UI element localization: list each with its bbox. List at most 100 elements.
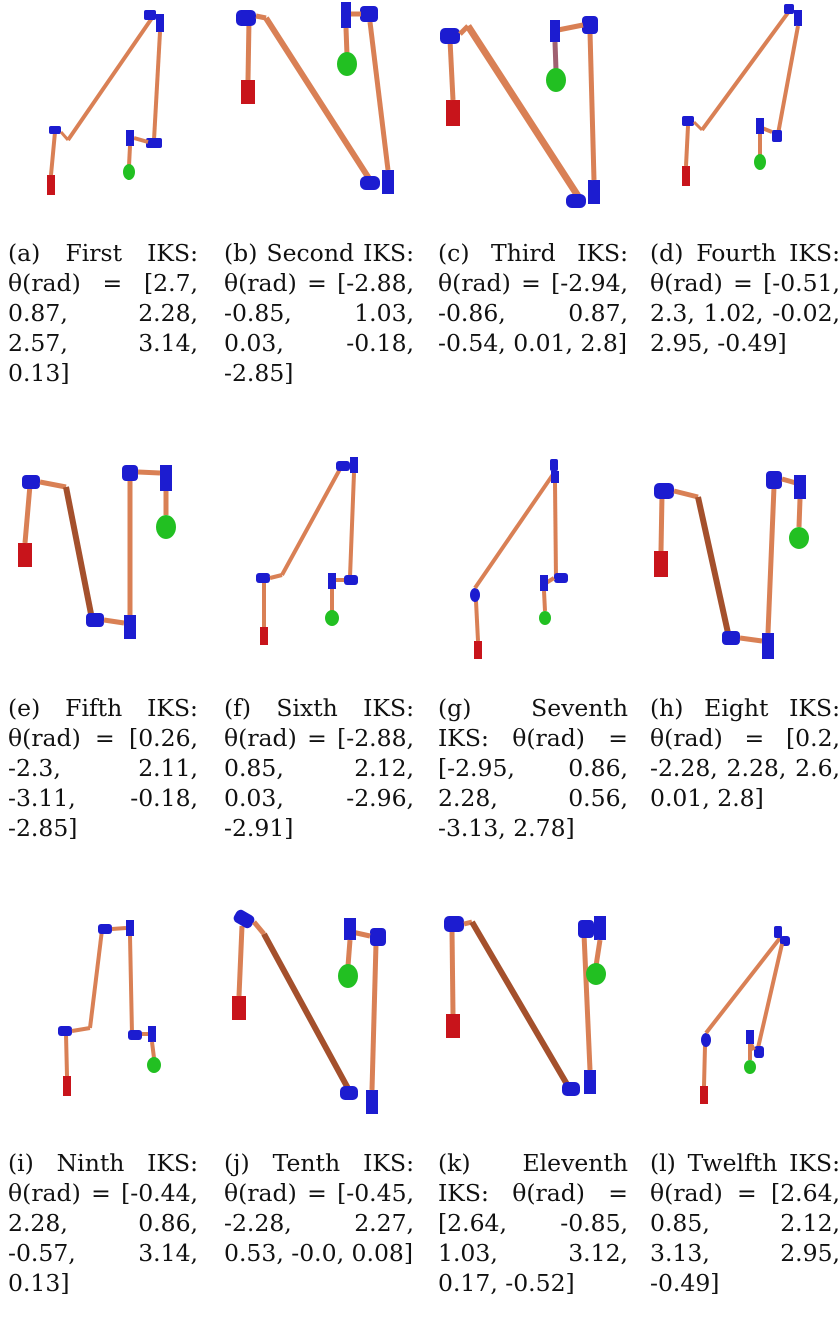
link <box>133 136 149 144</box>
joint <box>144 10 156 20</box>
link <box>469 920 571 1088</box>
robot-arm-diagram <box>654 471 809 659</box>
caption-tag: (j) <box>224 1149 250 1177</box>
joint <box>654 483 674 499</box>
link <box>39 479 67 490</box>
joint <box>766 471 782 489</box>
joint <box>470 588 480 602</box>
link <box>152 31 162 141</box>
robot-arm-figure <box>438 910 628 1125</box>
caption-tag: (e) <box>8 694 41 722</box>
robot-arm-diagram <box>682 4 802 186</box>
link <box>49 131 57 176</box>
target-sphere <box>147 1057 161 1073</box>
link <box>111 926 127 931</box>
caption-g: (g) Seventh IKS: θ(rad) = [-2.95, 0.86, … <box>438 693 628 843</box>
caption-text: Third IKS: θ(rad) = [-2.94, -0.86, 0.87,… <box>438 239 628 357</box>
base-block <box>446 1014 460 1038</box>
link <box>128 935 134 1035</box>
robot-arm-figure <box>650 455 840 670</box>
joint <box>128 1030 142 1040</box>
robot-arm-diagram <box>232 909 386 1114</box>
joint <box>49 126 61 134</box>
robot-arm-diagram <box>700 926 790 1104</box>
link <box>474 600 480 642</box>
target-sphere <box>744 1060 756 1074</box>
robot-arm-diagram <box>18 465 176 639</box>
joint <box>444 916 464 932</box>
robot-arm-figure <box>438 0 628 215</box>
joint <box>366 1090 378 1114</box>
base-block <box>241 80 255 104</box>
joint <box>772 130 782 142</box>
caption-text: Fourth IKS: θ(rad) = [-0.51, 2.3, 1.02, … <box>650 239 840 357</box>
link <box>343 27 350 56</box>
link <box>473 471 556 590</box>
link <box>739 635 763 644</box>
target-sphere <box>123 164 135 180</box>
link <box>280 468 342 576</box>
link <box>542 590 547 612</box>
joint <box>551 471 559 483</box>
base-block <box>232 996 246 1020</box>
base-block <box>260 627 268 645</box>
joint <box>22 475 40 489</box>
link <box>255 13 267 21</box>
caption-l: (l) Twelfth IKS: θ(rad) = [2.64, 0.85, 2… <box>650 1148 840 1298</box>
joint <box>146 138 162 148</box>
link <box>245 19 252 81</box>
link <box>658 494 665 552</box>
joint <box>156 14 164 32</box>
joint <box>722 631 740 645</box>
caption-k: (k) Eleventh IKS: θ(rad) = [2.64, -0.85,… <box>438 1148 628 1298</box>
joint <box>562 1082 580 1096</box>
caption-text: Second IKS: θ(rad) = [-2.88, -0.85, 1.03… <box>224 239 414 387</box>
caption-tag: (k) <box>438 1149 471 1177</box>
joint <box>774 926 782 938</box>
robot-arm-figure <box>650 0 840 215</box>
caption-d: (d) Fourth IKS: θ(rad) = [-0.51, 2.3, 1.… <box>650 238 840 358</box>
link <box>593 939 603 967</box>
link <box>64 1033 69 1077</box>
base-block <box>18 543 32 567</box>
robot-arm-figure <box>438 455 628 670</box>
target-sphere <box>754 154 766 170</box>
target-sphere <box>337 52 357 76</box>
joint <box>360 6 378 22</box>
caption-b: (b) Second IKS: θ(rad) = [-2.88, -0.85, … <box>224 238 414 388</box>
link <box>63 486 95 620</box>
link <box>137 469 161 476</box>
joint <box>754 1046 764 1058</box>
joint <box>124 615 136 639</box>
link <box>557 22 584 33</box>
joint <box>58 1026 72 1036</box>
link <box>765 486 777 634</box>
joint <box>794 475 806 499</box>
joint <box>594 916 606 940</box>
link <box>22 484 33 544</box>
link <box>236 925 245 997</box>
joint <box>328 573 336 589</box>
joint <box>86 613 104 627</box>
joint <box>540 575 548 591</box>
joint <box>336 461 350 471</box>
link <box>103 617 125 626</box>
joint <box>126 130 134 146</box>
link <box>66 16 154 142</box>
caption-text: Ninth IKS: θ(rad) = [-0.44, 2.28, 0.86, … <box>8 1149 198 1297</box>
base-block <box>700 1086 708 1104</box>
caption-i: (i) Ninth IKS: θ(rad) = [-0.44, 2.28, 0.… <box>8 1148 198 1298</box>
robot-arm-figure <box>650 910 840 1125</box>
target-sphere <box>156 515 176 539</box>
link <box>263 16 373 182</box>
joint <box>550 20 560 42</box>
joint <box>566 194 586 208</box>
robot-arm-figure <box>224 455 414 670</box>
joint <box>756 118 764 134</box>
joint <box>554 573 568 583</box>
caption-tag: (i) <box>8 1149 34 1177</box>
link <box>269 573 283 580</box>
target-sphere <box>546 68 566 92</box>
robot-arm-figure <box>8 910 198 1125</box>
caption-tag: (a) <box>8 239 41 267</box>
